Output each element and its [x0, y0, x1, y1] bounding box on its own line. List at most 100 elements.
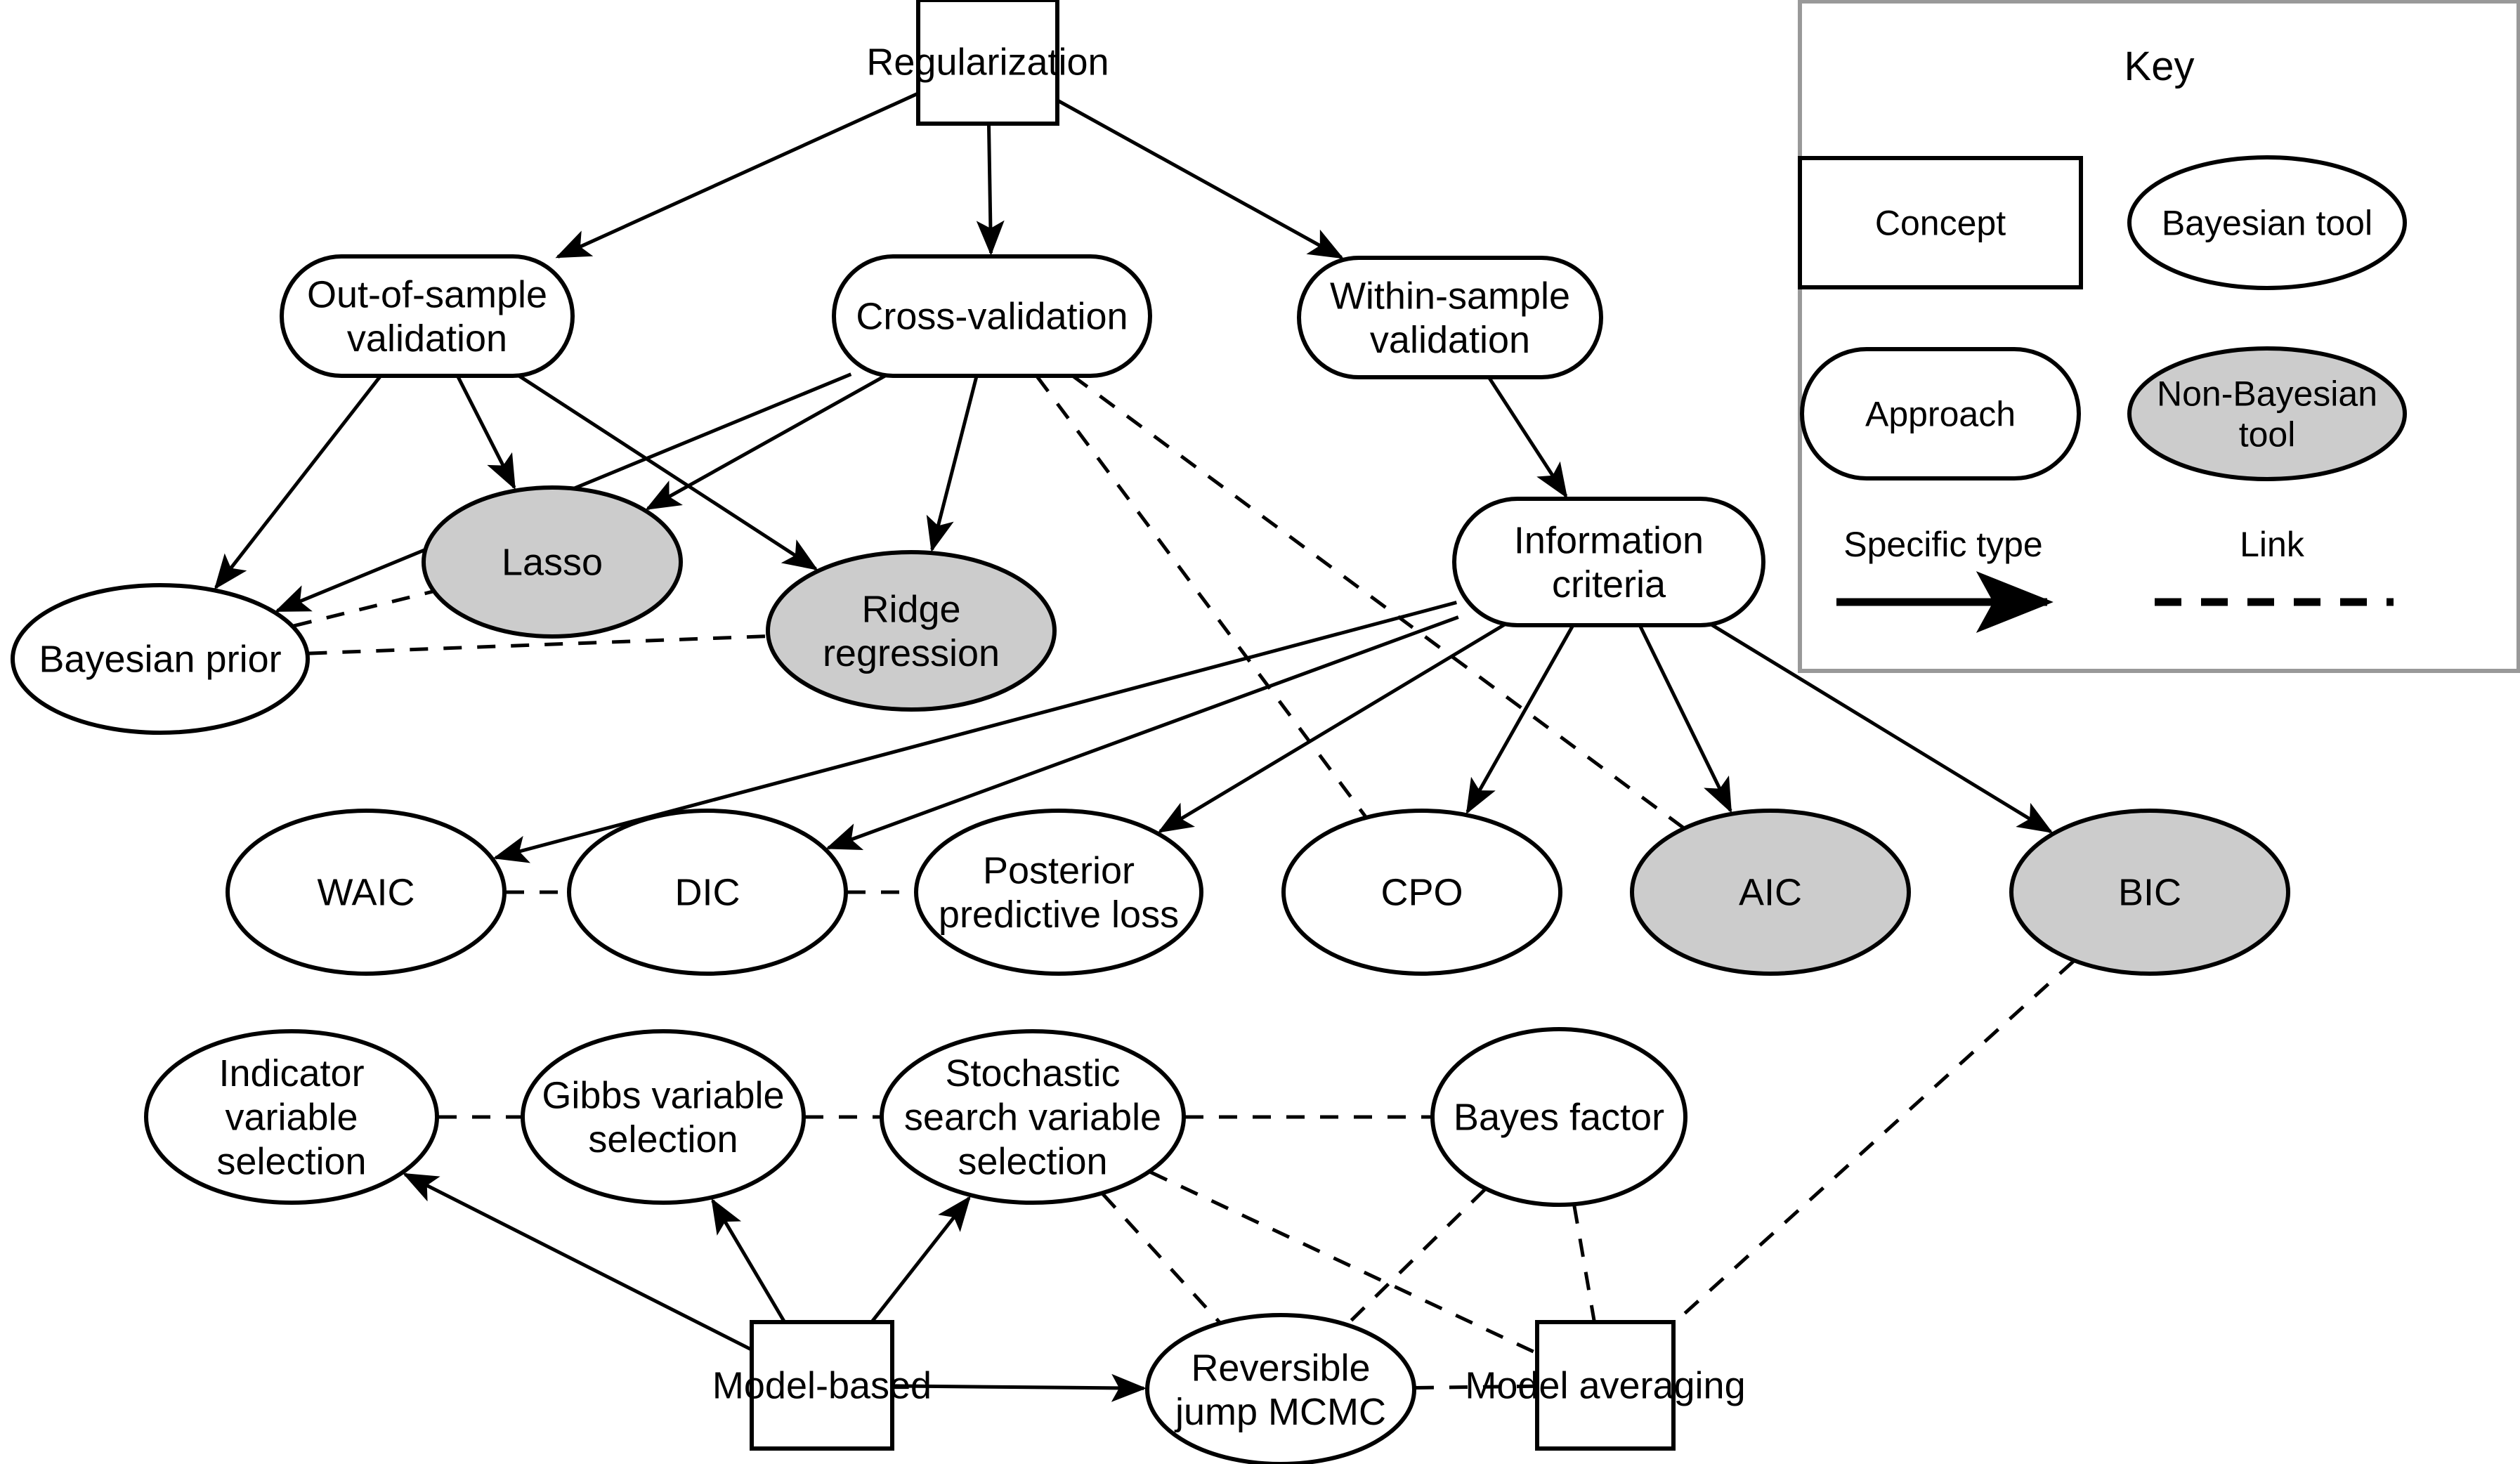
- node-shape-rect: [916, 0, 1059, 126]
- arrow-edge-model-based-to-stochastic-search-variable-selection: [870, 1196, 971, 1323]
- arrow-edge-information-criteria-to-bic: [1710, 622, 2054, 834]
- node-shape-ellipse: [880, 1029, 1186, 1205]
- node-label: WAIC: [318, 872, 415, 914]
- node-shape-rect: [1798, 156, 2083, 289]
- node-shape-stadium: [1452, 497, 1765, 627]
- node-regularization[interactable]: Regularization: [866, 0, 1109, 126]
- link-edge-layer: [293, 374, 2075, 1390]
- node-shape-ellipse: [1281, 809, 1562, 976]
- node-label: Cross-validation: [856, 296, 1128, 338]
- node-bayes-factor[interactable]: Bayes factor: [1430, 1027, 1687, 1207]
- arrow-edge-information-criteria-to-dic: [825, 615, 1459, 850]
- node-label: Bayes factor: [1454, 1097, 1664, 1139]
- key-legend-label-specific-type: Specific type: [1843, 525, 2042, 564]
- node-shape-ellipse: [2009, 809, 2290, 976]
- node-waic[interactable]: WAIC: [226, 809, 507, 976]
- node-label: Model-based: [712, 1365, 932, 1407]
- link-edge-bayesian-prior-to-ridge-regression: [308, 634, 767, 655]
- node-shape-ellipse: [914, 809, 1203, 976]
- link-edge-bayesian-prior-to-lasso: [293, 589, 433, 628]
- node-label: AIC: [1739, 872, 1802, 914]
- arrow-edge-within-sample-to-information-criteria: [1487, 377, 1568, 499]
- node-label: Concept: [1875, 203, 2006, 242]
- node-label: Bayesian tool: [2162, 203, 2372, 242]
- link-edge-cross-validation-to-aic: [1071, 374, 1685, 830]
- link-edge-stochastic-search-variable-selection-to-model-averaging: [1149, 1170, 1537, 1354]
- node-model-based[interactable]: Model-based: [712, 1320, 932, 1451]
- key-legend-label-link: Link: [2240, 525, 2305, 564]
- arrow-edge-model-based-to-reversible-jump-mcmc: [892, 1373, 1147, 1402]
- node-shape-ellipse: [1145, 1313, 1416, 1464]
- arrow-edge-out-of-sample-to-bayesian-prior: [214, 374, 382, 590]
- link-edge-bic-to-model-averaging: [1673, 960, 2075, 1324]
- node-label: Approach: [1865, 394, 2016, 433]
- arrow-edge-cross-validation-to-lasso: [645, 373, 888, 511]
- node-shape-ellipse: [2127, 155, 2407, 290]
- node-shape-ellipse: [1630, 809, 1911, 976]
- node-cpo[interactable]: CPO: [1281, 809, 1562, 976]
- key-panel-border: [1798, 0, 2520, 673]
- arrow-edge-information-criteria-to-cpo: [1465, 625, 1574, 815]
- arrow-edge-model-based-to-gibbs-variable-selection: [711, 1198, 786, 1323]
- node-label: Lasso: [502, 542, 603, 584]
- node-label: DIC: [675, 872, 740, 914]
- arrow-edge-model-based-to-indicator-variable-selection: [402, 1172, 752, 1352]
- node-shape-ellipse: [567, 809, 848, 976]
- node-bayesian-prior[interactable]: Bayesian prior: [11, 583, 310, 735]
- node-shape-stadium: [832, 254, 1152, 378]
- node-aic[interactable]: AIC: [1630, 809, 1911, 976]
- node-shape-ellipse: [11, 583, 310, 735]
- key-title: Key: [2124, 44, 2195, 89]
- node-cross-validation[interactable]: Cross-validation: [832, 254, 1152, 378]
- arrow-edge-out-of-sample-to-lasso: [456, 375, 516, 490]
- node-shape-stadium: [1297, 256, 1603, 379]
- node-shape-ellipse: [766, 550, 1057, 712]
- node-label: BIC: [2118, 872, 2181, 914]
- node-lasso[interactable]: Lasso: [422, 485, 683, 639]
- node-bic[interactable]: BIC: [2009, 809, 2290, 976]
- node-model-averaging[interactable]: Model averaging: [1465, 1320, 1746, 1451]
- node-label: CPO: [1380, 872, 1463, 914]
- link-edge-bayes-factor-to-model-averaging: [1572, 1205, 1596, 1321]
- link-edge-bayes-factor-to-reversible-jump-mcmc: [1346, 1188, 1487, 1326]
- node-shape-rect: [750, 1320, 894, 1451]
- node-shape-stadium: [280, 254, 575, 378]
- arrow-edge-regularization-to-out-of-sample: [555, 92, 919, 259]
- arrow-edge-information-criteria-to-posterior-predictive-loss: [1157, 622, 1506, 833]
- node-shape-ellipse: [2127, 346, 2407, 481]
- node-label: Regularization: [866, 41, 1109, 84]
- node-dic[interactable]: DIC: [567, 809, 848, 976]
- node-shape-ellipse: [521, 1029, 806, 1205]
- node-shape-ellipse: [422, 485, 683, 639]
- arrow-edge-out-of-sample-to-ridge-regression: [516, 373, 818, 570]
- node-shape-ellipse: [144, 1029, 439, 1205]
- arrow-edge-regularization-to-within-sample: [1057, 99, 1344, 259]
- node-label: Model averaging: [1465, 1365, 1745, 1407]
- node-shape-rect: [1535, 1320, 1676, 1451]
- node-shape-stadium: [1800, 347, 2081, 481]
- arrow-edge-information-criteria-to-aic: [1638, 625, 1732, 813]
- node-label: Bayesian prior: [39, 639, 281, 681]
- key-swatch-bayesian-tool: Bayesian tool: [2127, 155, 2407, 290]
- node-shape-ellipse: [226, 809, 507, 976]
